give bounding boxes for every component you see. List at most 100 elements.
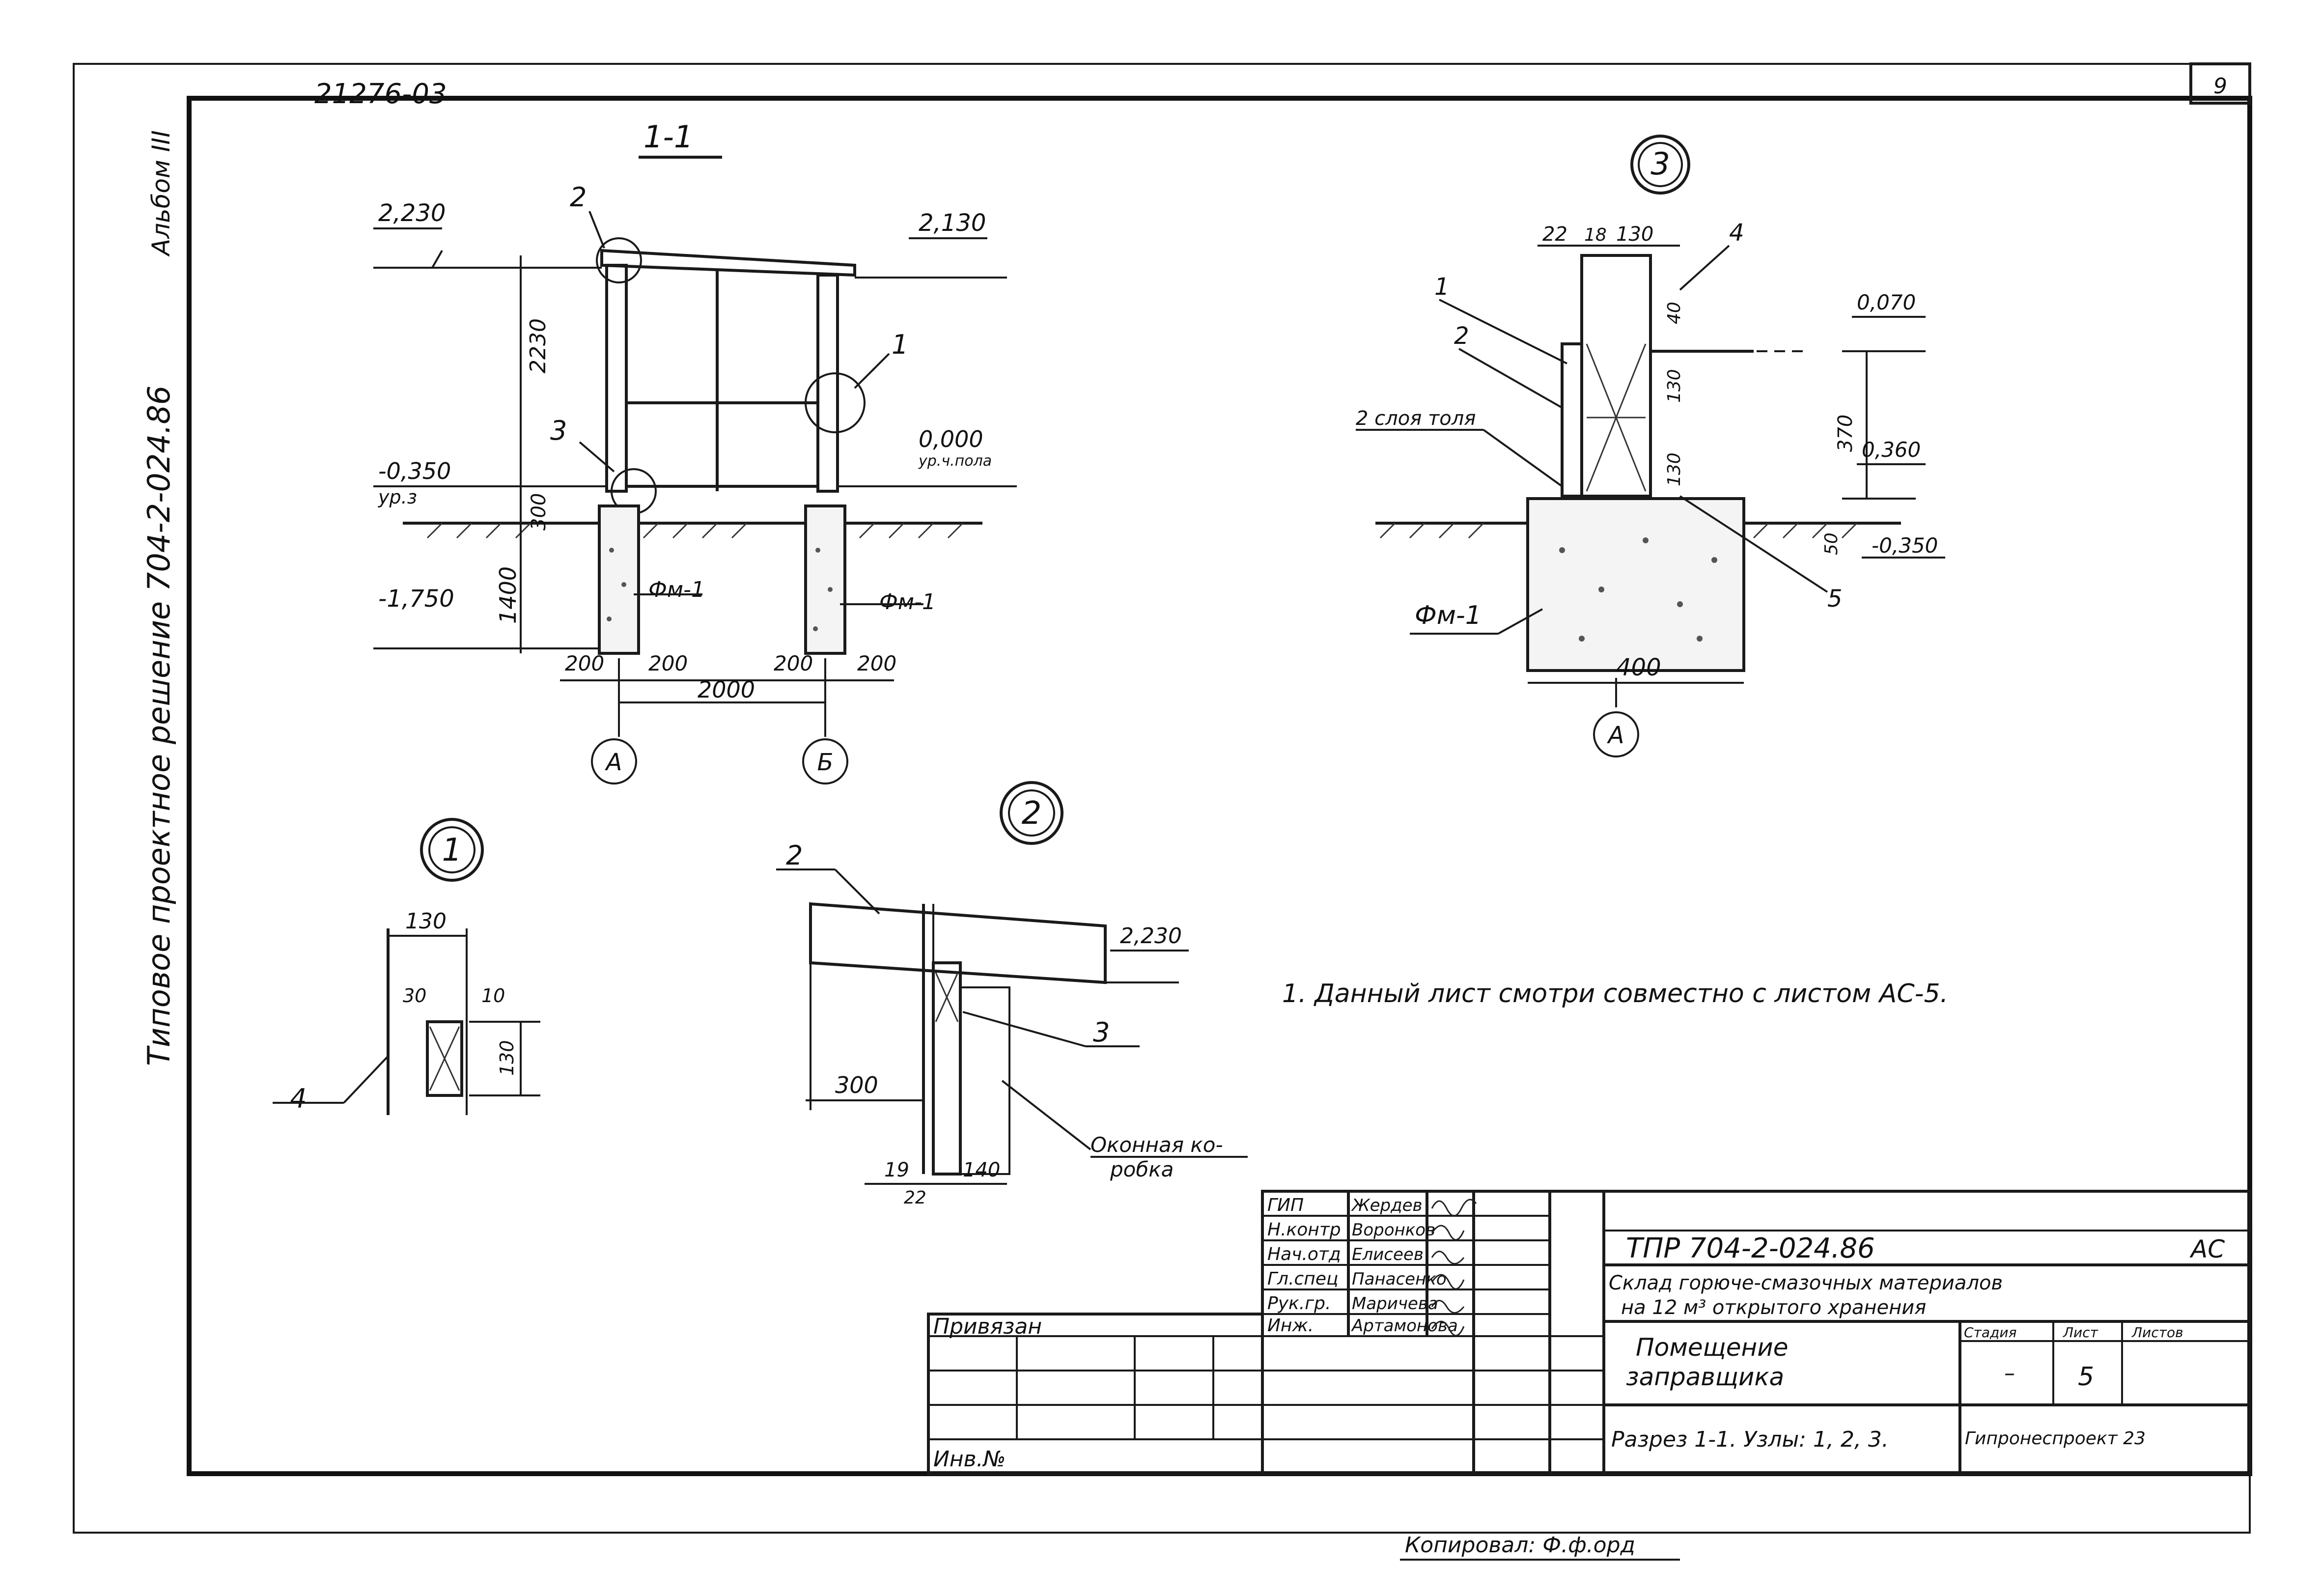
node-2-level: 2,230 [1120, 924, 1182, 949]
dim-130-c: 130 [1664, 452, 1684, 486]
level-ground: -0,350 [378, 458, 451, 484]
dim-200-c: 200 [774, 651, 813, 675]
callout-4: 4 [1729, 219, 1744, 247]
dim-130-side: 130 [496, 1040, 518, 1076]
level-bottom: -1,750 [378, 585, 454, 613]
node-3-axis: А [1607, 722, 1624, 749]
role-0: ГИП [1267, 1195, 1304, 1215]
album-label: Альбом III [147, 130, 175, 257]
level-ground-note: ур.з [378, 486, 417, 508]
dim-50: 50 [1821, 532, 1842, 555]
dim-22: 22 [1542, 223, 1567, 246]
level-top: 0,070 [1857, 290, 1916, 314]
callout-1: 1 [1434, 273, 1450, 301]
foundation-left [598, 504, 640, 655]
general-note: 1. Данный лист смотри совместно с листом… [1282, 979, 1948, 1008]
name-3: Панасенко [1352, 1269, 1447, 1289]
node-1-badge [420, 818, 484, 882]
column-left [605, 264, 628, 493]
node-1-marker [805, 372, 866, 433]
copied-mark: Копировал: Ф.ф.орд [1405, 1533, 1635, 1558]
node-3-foundation [1526, 497, 1745, 672]
dim-300: 300 [835, 1072, 878, 1098]
dim-19: 19 [884, 1159, 909, 1181]
doc-mark: АС [2189, 1235, 2225, 1263]
node-2: 2 2 2,230 3 300 19 140 22 Оконная ко- ро… [776, 781, 1248, 1208]
room-line-2: заправщика [1626, 1363, 1784, 1391]
attached-label: Привязан [933, 1314, 1042, 1339]
node-1-section [426, 1020, 463, 1097]
node-1-number: 1 [442, 832, 462, 868]
stage-label: Стадия [1964, 1324, 2016, 1341]
sheet-label: Лист [2063, 1324, 2098, 1341]
level-top-right: 2,130 [919, 209, 986, 237]
section-1-1: 1-1 2 1 3 [373, 119, 1017, 784]
callout-1: 1 [892, 329, 908, 360]
sheets-label: Листов [2131, 1324, 2183, 1341]
signatures [1431, 1199, 1477, 1337]
dim-130: 130 [1616, 223, 1653, 246]
axis-b-marker [802, 738, 848, 784]
name-5: Артамонова [1351, 1316, 1458, 1336]
window-box-note-2: робка [1110, 1157, 1174, 1181]
room-line-1: Помещение [1636, 1333, 1788, 1362]
wall-post [1580, 254, 1652, 498]
role-1: Н.контр [1267, 1220, 1341, 1240]
dim-370: 370 [1834, 415, 1857, 452]
node-2-post [932, 961, 962, 1176]
sheet-content: Разрез 1-1. Узлы: 1, 2, 3. [1611, 1427, 1889, 1452]
node-1: 1 130 30 10 130 4 [273, 818, 540, 1115]
level-ground: -0,350 [1872, 533, 1938, 558]
name-2: Елисеев [1352, 1245, 1424, 1264]
dim-400: 400 [1616, 654, 1661, 681]
level-top-left: 2,230 [378, 199, 446, 227]
node-3-number: 3 [1650, 146, 1670, 182]
title-block: Привязан Инв.№ ГИП Н.контр Нач.отд Гл.сп… [927, 1190, 2251, 1475]
node-3-axis-marker [1593, 711, 1639, 757]
page-number-box [2189, 62, 2251, 105]
callout-3: 3 [1093, 1017, 1110, 1048]
dim-200-b: 200 [648, 651, 688, 675]
page-number: 9 [2213, 74, 2227, 99]
section-title: 1-1 [643, 119, 693, 155]
role-2: Нач.отд [1267, 1244, 1341, 1264]
dim-22: 22 [904, 1188, 926, 1208]
node-2-number: 2 [1022, 795, 1042, 832]
callout-3: 3 [550, 415, 567, 446]
callout-4: 4 [290, 1083, 307, 1114]
doc-code: ТПР 704-2-024.86 [1626, 1232, 1875, 1264]
dim-18: 18 [1584, 225, 1607, 245]
node-2-marker [596, 237, 642, 283]
organization: Гипронеспроект 23 [1965, 1428, 2146, 1449]
foundation-right [804, 504, 846, 655]
dim-1400: 1400 [495, 566, 521, 624]
project-line-1: Склад горюче-смазочных материалов [1609, 1272, 2003, 1294]
role-4: Рук.гр. [1267, 1293, 1331, 1314]
node-2-roof [809, 902, 1107, 984]
foundation-label-left: Фм-1 [648, 577, 705, 602]
foundation-label: Фм-1 [1415, 601, 1482, 630]
node-3: 3 22 18 130 4 1 2 2 сло [1356, 135, 1945, 757]
dim-30: 30 [403, 985, 426, 1007]
level-zero-note: ур.ч.пола [918, 452, 992, 470]
dim-300: 300 [528, 493, 550, 531]
level-zero: 0,000 [919, 426, 983, 452]
note-roofing: 2 слоя толя [1356, 407, 1476, 430]
role-3: Гл.спец [1267, 1269, 1339, 1289]
callout-2: 2 [1454, 322, 1469, 350]
side-title: Типовое проектное решение 704-2-024.86 [141, 386, 177, 1066]
inv-label: Инв.№ [933, 1447, 1006, 1472]
window-box-note-1: Оконная ко- [1091, 1133, 1223, 1157]
name-1: Воронков [1352, 1220, 1435, 1240]
dim-40: 40 [1664, 302, 1684, 324]
sheet-value: 5 [2078, 1362, 2094, 1392]
axis-a-marker [591, 738, 637, 784]
dim-span: 2000 [698, 676, 755, 703]
dim-200-d: 200 [857, 651, 896, 675]
role-5: Инж. [1267, 1316, 1314, 1336]
callout-2: 2 [786, 840, 803, 871]
roof-slab [600, 249, 856, 277]
dim-200-a: 200 [565, 651, 604, 675]
axis-b: Б [817, 749, 834, 776]
column-right [816, 274, 839, 493]
